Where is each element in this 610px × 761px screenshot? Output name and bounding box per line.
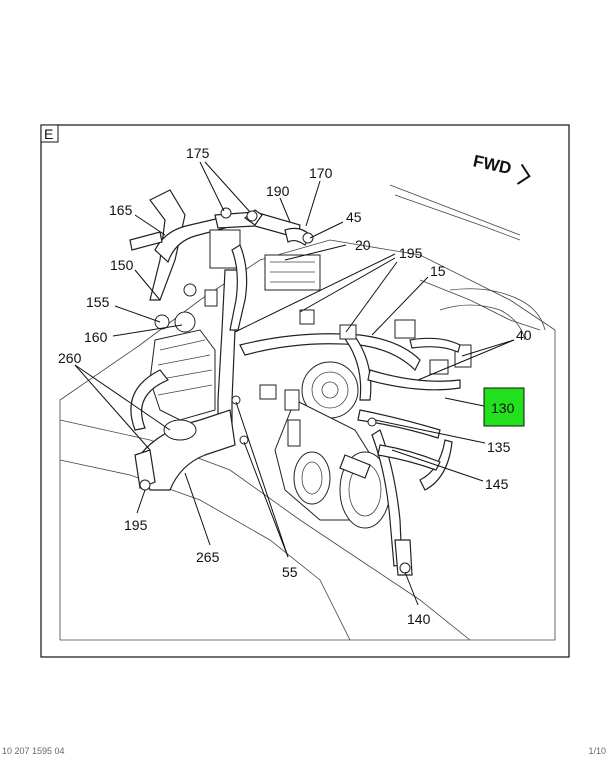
view-label: E xyxy=(44,126,53,142)
callout-150: 150 xyxy=(110,257,134,273)
footer-page-number: 1/10 xyxy=(588,746,606,756)
callout-130-highlight[interactable] xyxy=(483,387,525,427)
leader-lines xyxy=(74,161,515,606)
forward-direction-indicator: FWD xyxy=(471,151,531,185)
callout-140: 140 xyxy=(407,611,431,627)
callout-190: 190 xyxy=(266,183,290,199)
view-label-box xyxy=(40,124,59,143)
callout-45: 45 xyxy=(346,209,362,225)
callout-55: 55 xyxy=(282,564,298,580)
callout-170: 170 xyxy=(309,165,333,181)
callout-260: 260 xyxy=(58,350,82,366)
callout-155: 155 xyxy=(86,294,110,310)
callout-15: 15 xyxy=(430,263,446,279)
callout-195-top: 195 xyxy=(399,245,423,261)
callout-265: 265 xyxy=(196,549,220,565)
callout-labels: 175 170 190 165 45 20 195 15 150 155 160… xyxy=(58,145,532,627)
callout-160: 160 xyxy=(84,329,108,345)
forward-arrow-icon xyxy=(516,163,531,185)
callout-195-bottom: 195 xyxy=(124,517,148,533)
callout-20: 20 xyxy=(355,237,371,253)
forward-label: FWD xyxy=(471,151,513,178)
callout-135: 135 xyxy=(487,439,511,455)
engine-illustration xyxy=(59,184,556,641)
callout-165: 165 xyxy=(109,202,133,218)
callout-130[interactable]: 130 xyxy=(491,400,515,416)
callout-175: 175 xyxy=(186,145,210,161)
callout-145: 145 xyxy=(485,476,509,492)
footer-document-number: 10 207 1595 04 xyxy=(2,746,65,756)
diagram-frame xyxy=(40,124,570,658)
callout-40: 40 xyxy=(516,327,532,343)
